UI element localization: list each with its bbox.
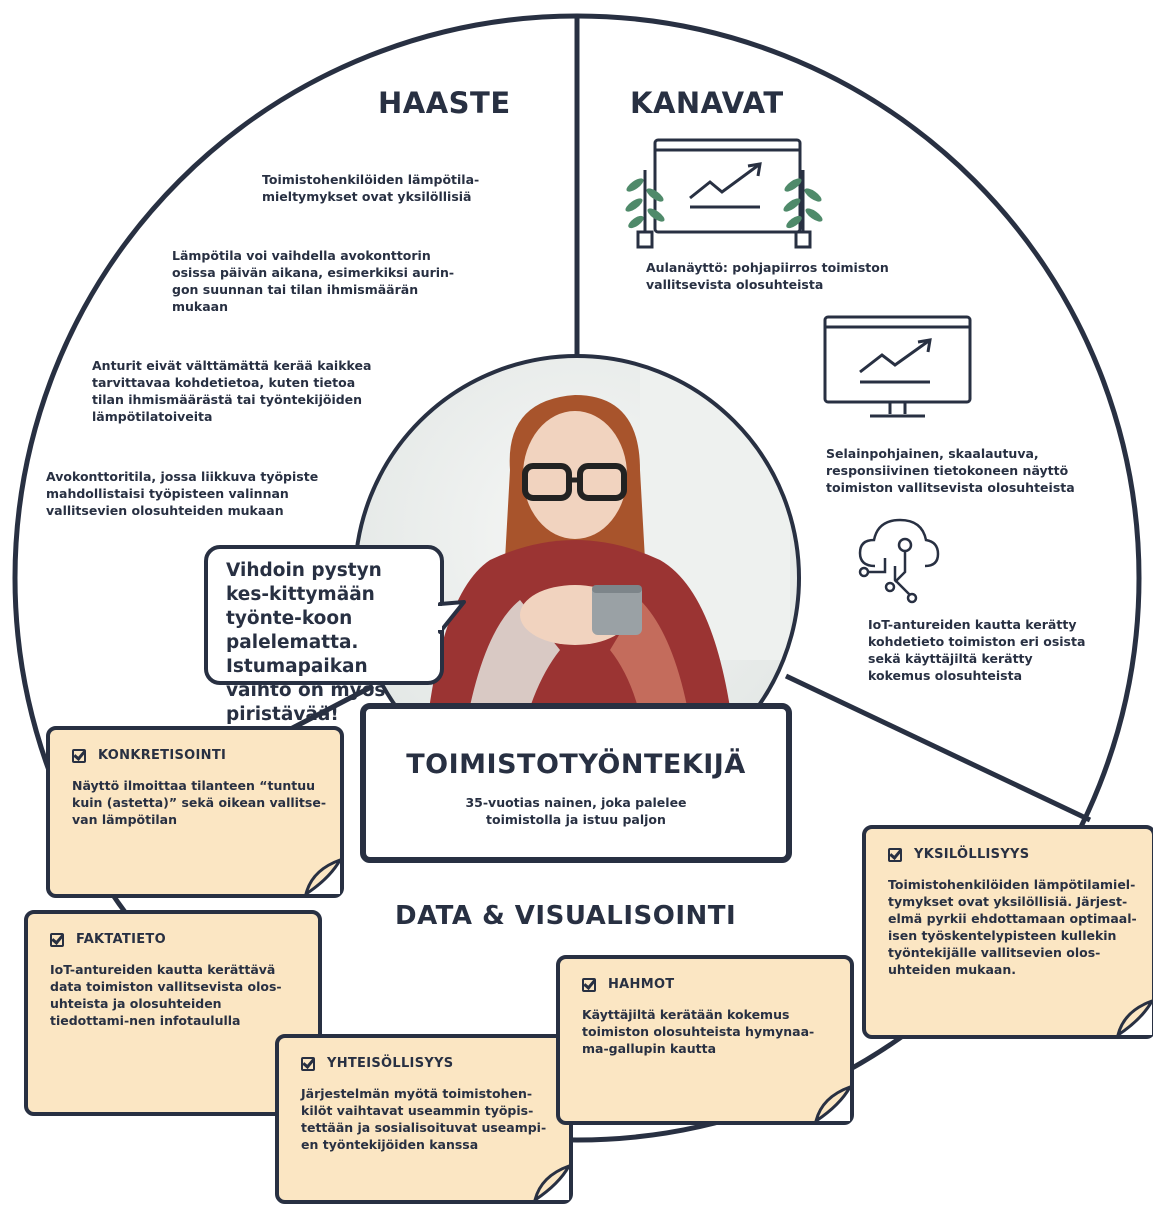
page-curl-icon xyxy=(533,1164,571,1202)
haaste-item-3: Anturit eivät välttämättä kerää kaikkea … xyxy=(92,358,372,424)
checkbox-icon xyxy=(582,977,596,992)
kanavat-title: KANAVAT xyxy=(630,86,784,120)
lobby-display-icon xyxy=(636,138,812,249)
note-text: IoT-antureiden kautta kerättävä data toi… xyxy=(50,962,282,1028)
haaste-title: HAASTE xyxy=(378,86,511,120)
persona-title: TOIMISTOTYÖNTEKIJÄ xyxy=(406,749,746,780)
checkbox-icon xyxy=(50,932,64,947)
haaste-item-4: Avokonttoritila, jossa liikkuva työpiste… xyxy=(46,469,319,518)
note-faktatieto: FAKTATIETO IoT-antureiden kautta kerättä… xyxy=(24,910,322,1116)
note-text: Järjestelmän myötä toimistohen-kilöt vai… xyxy=(301,1086,547,1152)
page-curl-icon xyxy=(304,858,342,896)
note-title: FAKTATIETO xyxy=(76,932,166,947)
checkbox-icon xyxy=(301,1056,315,1071)
persona-quote-bubble: Vihdoin pystyn kes-kittymään työnte-koon… xyxy=(204,545,444,725)
page-curl-icon xyxy=(814,1085,852,1123)
plant-leaves xyxy=(625,178,823,229)
quote-bubble-tail xyxy=(438,600,466,634)
haaste-item-2: Lämpötila voi vaihdella avokonttorin osi… xyxy=(172,248,455,314)
note-hahmot: HAHMOT Käyttäjiltä kerätään kokemus toim… xyxy=(556,955,854,1125)
divider-right xyxy=(784,673,1092,823)
monitor-icon xyxy=(823,315,972,418)
checkbox-icon xyxy=(72,748,86,763)
persona-quote-text: Vihdoin pystyn kes-kittymään työnte-koon… xyxy=(226,560,386,725)
note-title: YHTEISÖLLISYYS xyxy=(327,1056,454,1071)
page-curl-icon xyxy=(1116,999,1153,1037)
persona-description: 35-vuotias nainen, joka palelee toimisto… xyxy=(465,795,687,827)
note-text: Toimistohenkilöiden lämpötilamiel-tymyks… xyxy=(888,877,1137,977)
checkbox-icon xyxy=(888,847,902,862)
note-text: Näyttö ilmoittaa tilanteen “tuntuu kuin … xyxy=(72,778,327,827)
note-text: Käyttäjiltä kerätään kokemus toimiston o… xyxy=(582,1007,815,1056)
kanavat-item-iot: IoT-antureiden kautta kerätty kohdetieto… xyxy=(868,617,1086,683)
note-title: YKSILÖLLISYYS xyxy=(914,847,1030,862)
haaste-item-1: Toimistohenkilöiden lämpötila-mieltymyks… xyxy=(262,172,480,204)
note-title: KONKRETISOINTI xyxy=(98,748,227,763)
iot-cloud-icon xyxy=(858,518,940,604)
note-konkretisointi: KONKRETISOINTI Näyttö ilmoittaa tilantee… xyxy=(46,726,344,898)
kanavat-item-lobby: Aulanäyttö: pohjapiirros toimiston valli… xyxy=(646,260,889,292)
note-title: HAHMOT xyxy=(608,977,675,992)
note-yksilollisyys: YKSILÖLLISYYS Toimistohenkilöiden lämpöt… xyxy=(862,825,1153,1039)
persona-box: TOIMISTOTYÖNTEKIJÄ 35-vuotias nainen, jo… xyxy=(360,703,792,863)
note-yhteisollisyys: YHTEISÖLLISYYS Järjestelmän myötä toimis… xyxy=(275,1034,573,1204)
kanavat-item-browser: Selainpohjainen, skaalautuva, responsiiv… xyxy=(826,446,1075,495)
data-section-title: DATA & VISUALISOINTI xyxy=(395,901,737,931)
